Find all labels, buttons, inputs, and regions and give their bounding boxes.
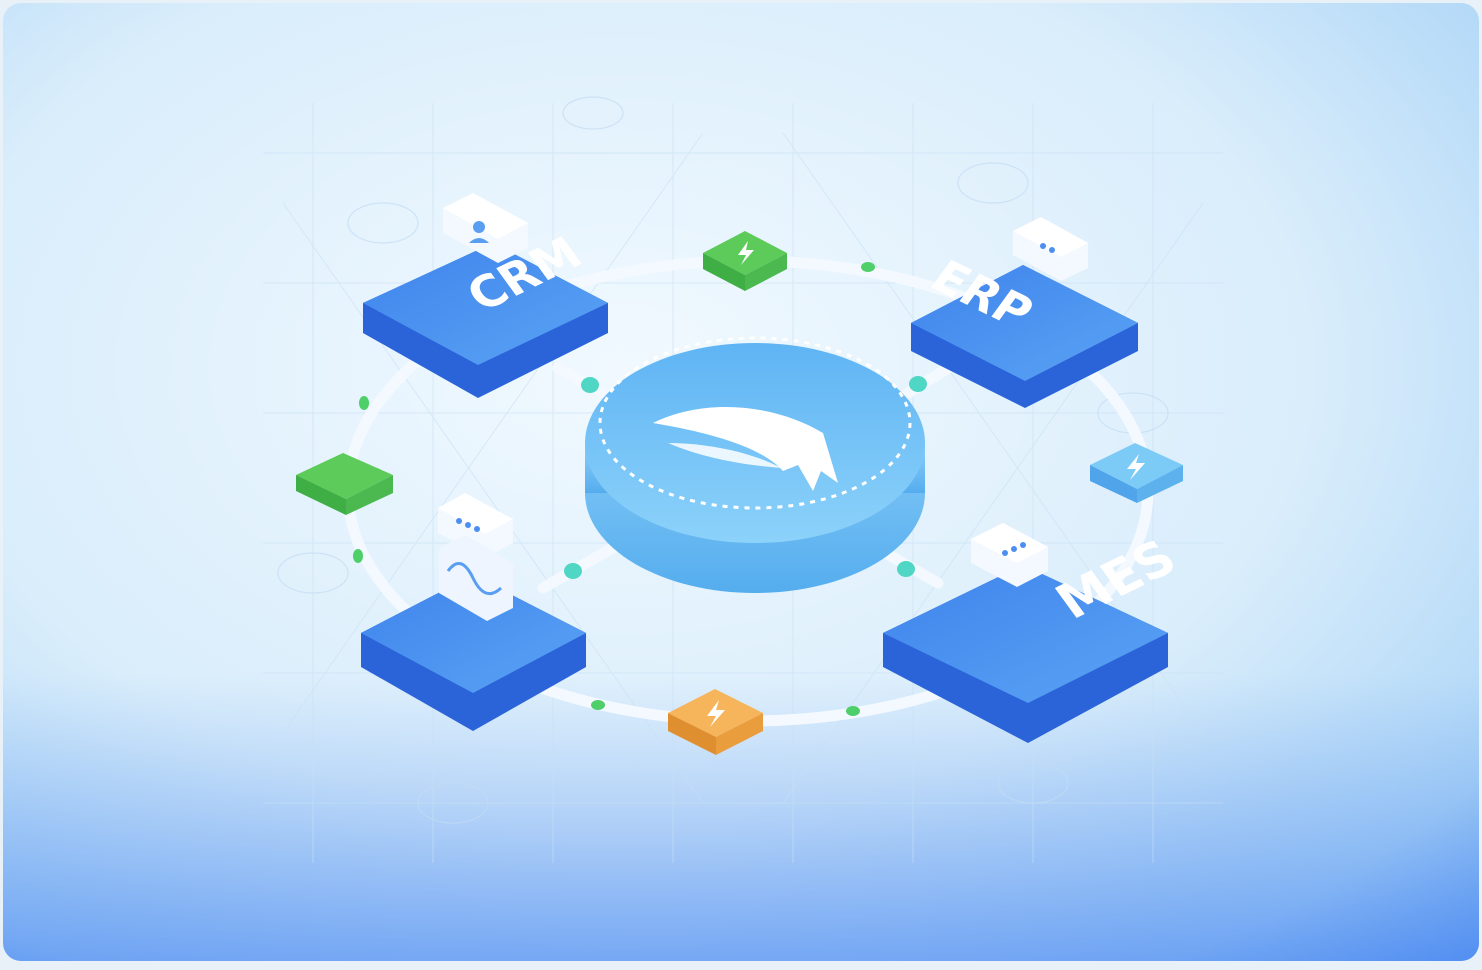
wing-logo-icon [653,406,838,491]
user-icon-badge [443,193,528,263]
module-unlabeled [361,493,586,731]
module-crm: CRM [363,193,608,398]
lightning-icon [707,700,725,727]
connector-right-blue [1090,443,1183,503]
chat-dots-icon [1002,542,1026,556]
connector-top-green [703,231,787,291]
chat-dots-icon [1040,243,1055,253]
chat-dots-icon [456,518,480,532]
chat-dots-icon-badge [1013,217,1088,281]
connector-left-green [296,453,393,515]
module-erp: ERP [911,217,1138,408]
diagram-card: CRM ERP MES [3,3,1479,961]
chart-card-icon [439,535,513,621]
lightning-icon [1127,454,1145,480]
central-hub [585,336,925,593]
user-icon [473,221,485,233]
integration-diagram: CRM ERP MES [3,3,1479,961]
connection-dots [353,262,927,716]
lightning-icon [738,241,754,265]
hub-dashed-ring [598,336,912,510]
chat-dots-icon-badge [971,523,1048,587]
connector-bottom-orange [668,689,763,755]
